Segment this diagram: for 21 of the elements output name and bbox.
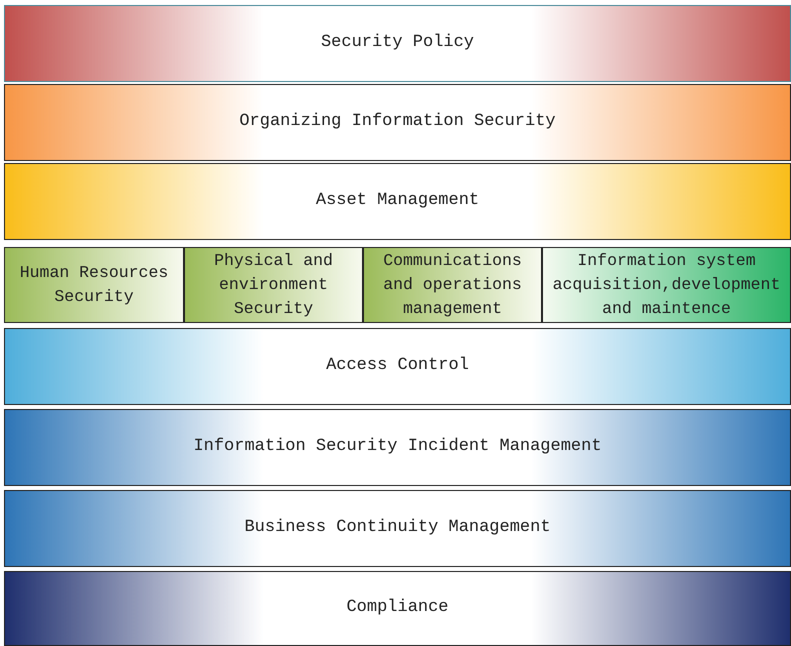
- category-label: Organizing Information Security: [239, 111, 556, 134]
- category-label: Information Security Incident Management: [193, 436, 602, 458]
- category-label: Security Policy: [320, 32, 474, 54]
- category-band: [4, 5, 791, 82]
- category-band: [4, 163, 791, 240]
- category-band: [4, 490, 791, 567]
- category-band: [4, 328, 791, 405]
- category-label: Communications and operations management: [382, 250, 523, 320]
- category-band: [4, 409, 791, 486]
- category-cell: [184, 247, 363, 323]
- category-band: [4, 84, 791, 161]
- category-label: Information system acquisition,development and maintence: [552, 250, 782, 320]
- category-label: Business Continuity Management: [244, 517, 551, 540]
- category-band: [4, 571, 791, 646]
- category-cell: [363, 247, 542, 323]
- category-label: Human Resources Security: [18, 262, 170, 308]
- category-label: Asset Management: [316, 190, 480, 212]
- category-label: Physical and environment Security: [213, 250, 334, 320]
- category-cell: [4, 247, 184, 323]
- category-label: Access Control: [326, 355, 469, 378]
- category-label: Compliance: [346, 597, 449, 620]
